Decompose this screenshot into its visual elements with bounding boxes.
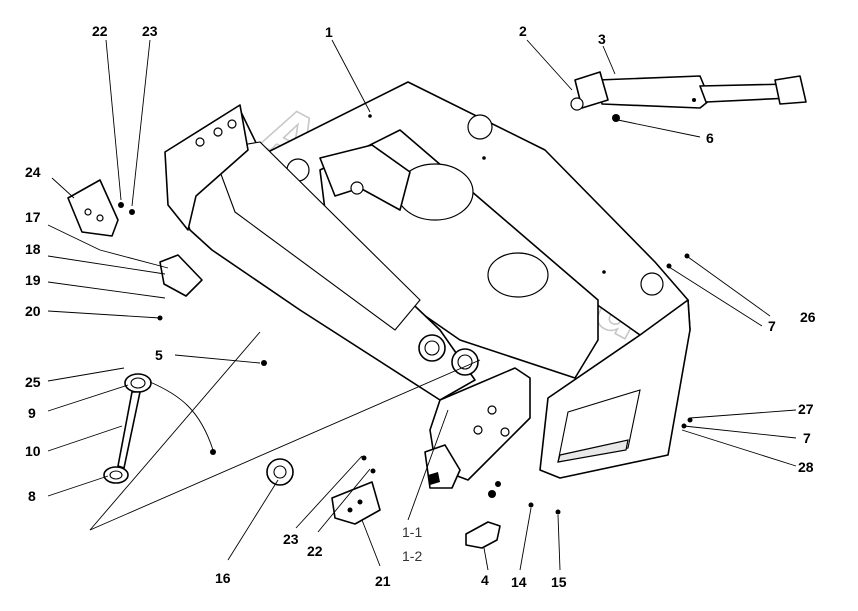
callout-1-1: 1-1 — [402, 524, 422, 540]
lower-left-parts — [103, 373, 294, 486]
callout-23-bottom: 23 — [283, 531, 299, 547]
callout-4: 4 — [481, 572, 489, 588]
callout-5: 5 — [155, 347, 163, 363]
callout-27: 27 — [798, 401, 814, 417]
callout-22-bottom: 22 — [307, 543, 323, 559]
lower-center-parts — [261, 360, 561, 549]
callout-10: 10 — [25, 443, 41, 459]
callout-23-top: 23 — [142, 23, 158, 39]
callout-7-lower: 7 — [803, 430, 811, 446]
callout-18: 18 — [25, 241, 41, 257]
callout-8: 8 — [28, 488, 36, 504]
leader-lines — [47, 39, 797, 571]
callout-1-2: 1-2 — [402, 548, 422, 564]
callout-16: 16 — [215, 570, 231, 586]
callout-7-upper: 7 — [768, 318, 776, 334]
callout-6: 6 — [706, 130, 714, 146]
callout-21: 21 — [375, 573, 391, 589]
callout-24: 24 — [25, 164, 41, 180]
callout-14: 14 — [511, 574, 527, 590]
callout-1: 1 — [325, 24, 333, 40]
left-bracket-parts — [67, 179, 203, 321]
callout-3: 3 — [598, 31, 606, 47]
callout-20: 20 — [25, 303, 41, 319]
callout-17: 17 — [25, 209, 41, 225]
callout-26: 26 — [800, 309, 816, 325]
callout-labels: 1 2 3 6 22 23 24 17 18 19 20 5 25 9 10 8… — [25, 23, 816, 590]
callout-15: 15 — [551, 574, 567, 590]
callout-25: 25 — [25, 374, 41, 390]
callout-2: 2 — [519, 23, 527, 39]
callout-28: 28 — [798, 459, 814, 475]
callout-9: 9 — [28, 405, 36, 421]
hydraulic-cylinder — [570, 71, 807, 122]
callout-19: 19 — [25, 272, 41, 288]
callout-22-top: 22 — [92, 23, 108, 39]
main-frame — [164, 81, 691, 498]
